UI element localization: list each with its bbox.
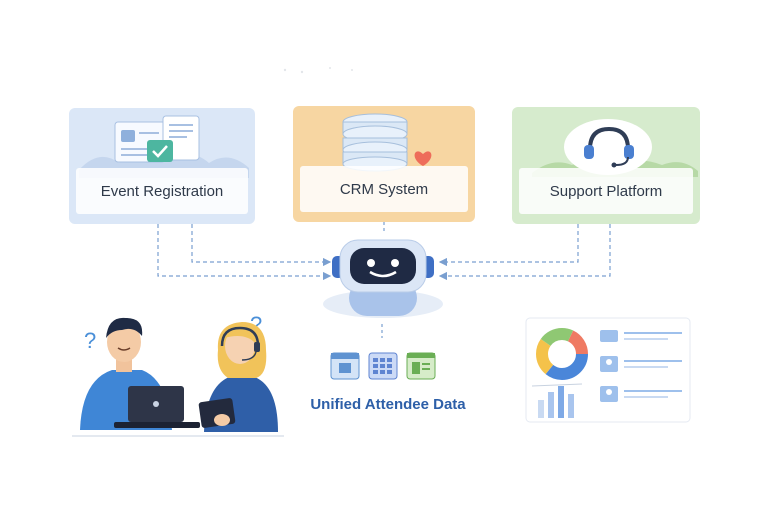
calendar-icon bbox=[330, 352, 360, 380]
dashboard-report-icon bbox=[525, 317, 691, 423]
connector-support-inner bbox=[438, 224, 579, 267]
support-platform-card: Support Platform bbox=[512, 107, 700, 224]
crm-system-label: CRM System bbox=[300, 166, 468, 212]
connector-support-outer bbox=[438, 224, 611, 281]
unified-attendee-data-label: Unified Attendee Data bbox=[310, 396, 466, 413]
event-registration-card: Event Registration bbox=[69, 108, 255, 224]
support-platform-label: Support Platform bbox=[519, 168, 693, 214]
connector-event-inner bbox=[191, 224, 332, 267]
robot-icon bbox=[323, 239, 443, 318]
connector-event-outer bbox=[157, 224, 332, 281]
confused-people-illustration: ? ? bbox=[72, 312, 284, 437]
svg-text:?: ? bbox=[84, 328, 96, 353]
crm-system-card: CRM System bbox=[293, 106, 475, 222]
event-registration-label: Event Registration bbox=[76, 168, 248, 214]
grid-table-icon bbox=[368, 352, 398, 380]
database-heart-icon bbox=[342, 113, 432, 172]
headset-icon bbox=[532, 119, 698, 177]
list-card-icon bbox=[406, 352, 436, 380]
